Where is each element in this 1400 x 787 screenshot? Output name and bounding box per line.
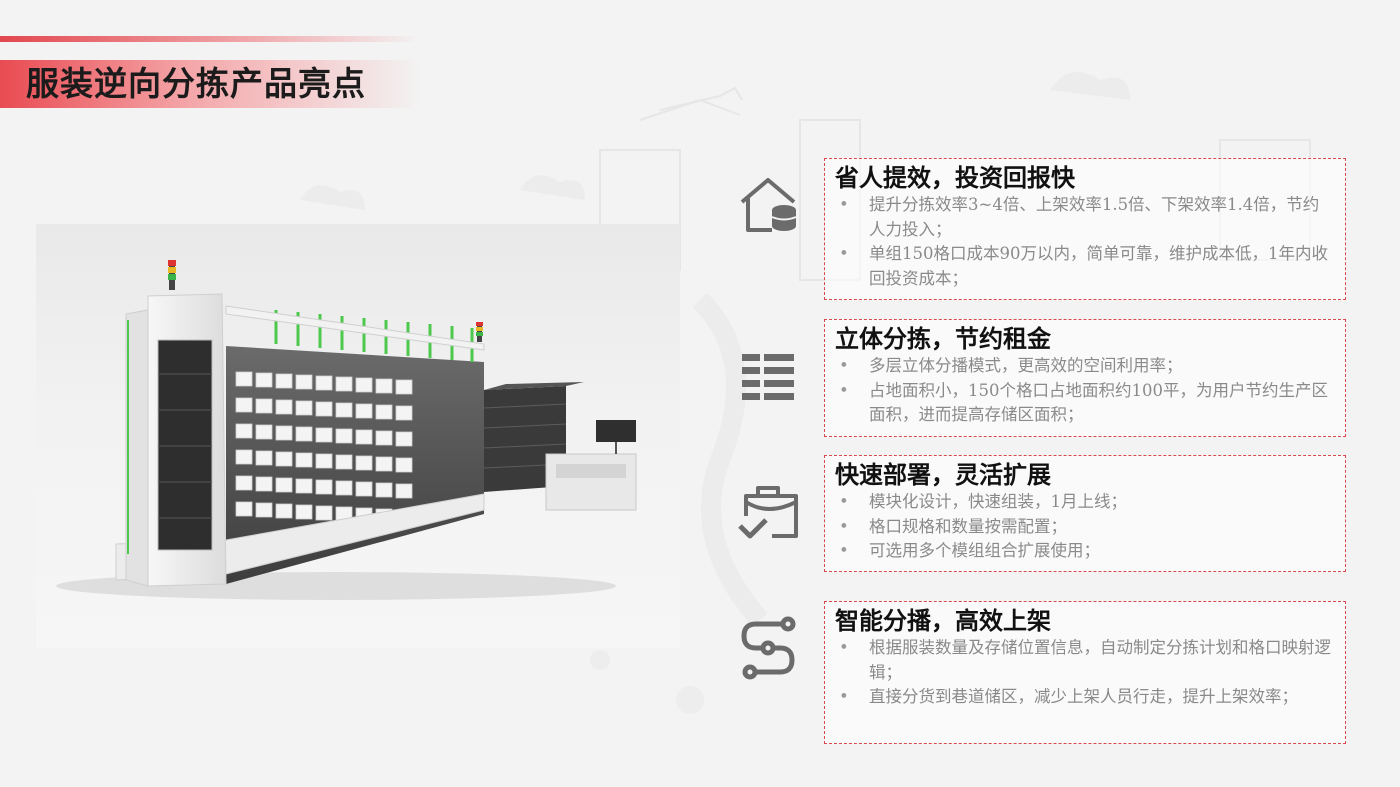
top-accent-bar <box>0 36 420 42</box>
card-title: 智能分播，高效上架 <box>835 606 1051 635</box>
list-item: •多层立体分播模式，更高效的空间利用率； <box>839 356 1183 375</box>
list-item: •根据服装数量及存储位置信息，自动制定分拣计划和格口映射逻辑； <box>839 638 1331 682</box>
grid-rows-icon <box>736 346 800 410</box>
house-coins-icon <box>736 172 800 236</box>
bullet-list: •根据服装数量及存储位置信息，自动制定分拣计划和格口映射逻辑； •直接分货到巷道… <box>835 636 1335 710</box>
list-item: •占地面积小，150个格口占地面积约100平，为用户节约生产区面积，进而提高存储… <box>839 380 1328 425</box>
product-photo <box>36 224 680 648</box>
highlight-card-1: 省人提效，投资回报快 •提升分拣效率3~4倍、上架效率1.5倍、下架效率1.4倍… <box>824 158 1346 300</box>
list-item: •可选用多个模组组合扩展使用； <box>839 541 1100 560</box>
highlight-card-2: 立体分拣，节约租金 •多层立体分播模式，更高效的空间利用率； •占地面积小，15… <box>824 319 1346 437</box>
list-item: •直接分货到巷道储区，减少上架人员行走，提升上架效率； <box>839 687 1298 706</box>
title-band <box>0 60 420 108</box>
bullet-list: •多层立体分播模式，更高效的空间利用率； •占地面积小，150个格口占地面积约1… <box>835 354 1335 428</box>
card-title: 省人提效，投资回报快 <box>835 163 1075 192</box>
list-item: •单组150格口成本90万以内，简单可靠，维护成本低，1年内收回投资成本； <box>839 244 1328 288</box>
list-item: •提升分拣效率3~4倍、上架效率1.5倍、下架效率1.4倍，节约人力投入； <box>839 195 1320 239</box>
card-title: 快速部署，灵活扩展 <box>835 460 1051 489</box>
highlight-card-4: 智能分播，高效上架 •根据服装数量及存储位置信息，自动制定分拣计划和格口映射逻辑… <box>824 601 1346 744</box>
bullet-list: •提升分拣效率3~4倍、上架效率1.5倍、下架效率1.4倍，节约人力投入； •单… <box>835 193 1335 291</box>
list-item: •格口规格和数量按需配置； <box>839 516 1067 536</box>
highlight-card-3: 快速部署，灵活扩展 •模块化设计，快速组装，1月上线； •格口规格和数量按需配置… <box>824 455 1346 572</box>
card-title: 立体分拣，节约租金 <box>835 324 1051 353</box>
page-title: 服装逆向分拣产品亮点 <box>26 64 366 103</box>
list-item: •模块化设计，快速组装，1月上线； <box>839 492 1127 511</box>
bullet-list: •模块化设计，快速组装，1月上线； •格口规格和数量按需配置； •可选用多个模组… <box>835 490 1335 564</box>
route-path-icon <box>736 616 800 680</box>
briefcase-check-icon <box>736 480 800 544</box>
